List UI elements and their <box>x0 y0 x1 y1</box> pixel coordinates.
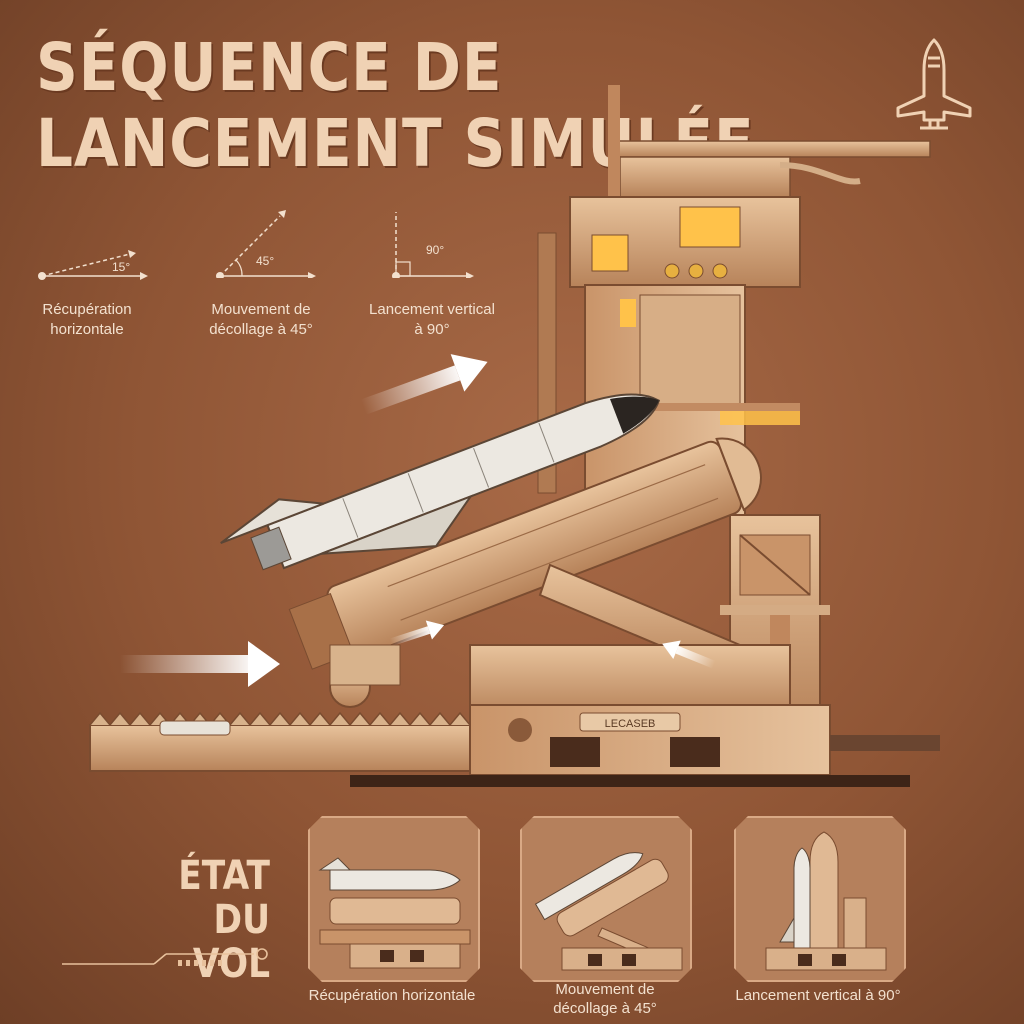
state-thumbnail-vertical <box>734 816 906 982</box>
angle-label-15: 15° <box>112 260 131 274</box>
circuit-decoration <box>62 948 268 966</box>
state-thumbnail-45 <box>520 816 692 982</box>
state-thumbnail-horizontal <box>308 816 480 982</box>
shuttle-orbiter <box>220 393 661 571</box>
angle-label-90: 90° <box>426 243 445 257</box>
motion-arrow-small-2 <box>662 640 716 669</box>
motion-arrow-small-1 <box>389 620 445 647</box>
angle-caption-1: Récupération horizontale <box>42 301 132 338</box>
angle-caption-3: Lancement vertical à 90° <box>369 301 495 338</box>
state-caption-1: Récupération horizontale <box>308 987 476 1004</box>
launch-model-scene: LECASEB <box>89 85 940 787</box>
angle-diagram-15 <box>38 250 148 280</box>
angle-label-45: 45° <box>256 254 275 268</box>
tower-cabin <box>569 196 801 288</box>
tower-arm <box>608 85 931 205</box>
motion-arrow-right <box>120 641 280 687</box>
motion-arrow-up <box>360 354 488 415</box>
angle-diagram-90 <box>392 212 474 278</box>
angle-diagram-45 <box>216 210 316 278</box>
gear-rack <box>89 711 471 772</box>
title-line-1: SÉQUENCE DE <box>36 29 503 106</box>
flight-state-title: ÉTAT DU VOL <box>178 853 270 987</box>
launch-pad-base: LECASEB <box>350 644 940 787</box>
state-caption-2: Mouvement de décollage à 45° <box>553 981 657 1017</box>
state-caption-3: Lancement vertical à 90° <box>735 987 901 1004</box>
space-shuttle-icon <box>896 38 972 130</box>
pad-label: LECASEB <box>605 718 656 730</box>
angle-caption-2: Mouvement de décollage à 45° <box>209 301 313 338</box>
